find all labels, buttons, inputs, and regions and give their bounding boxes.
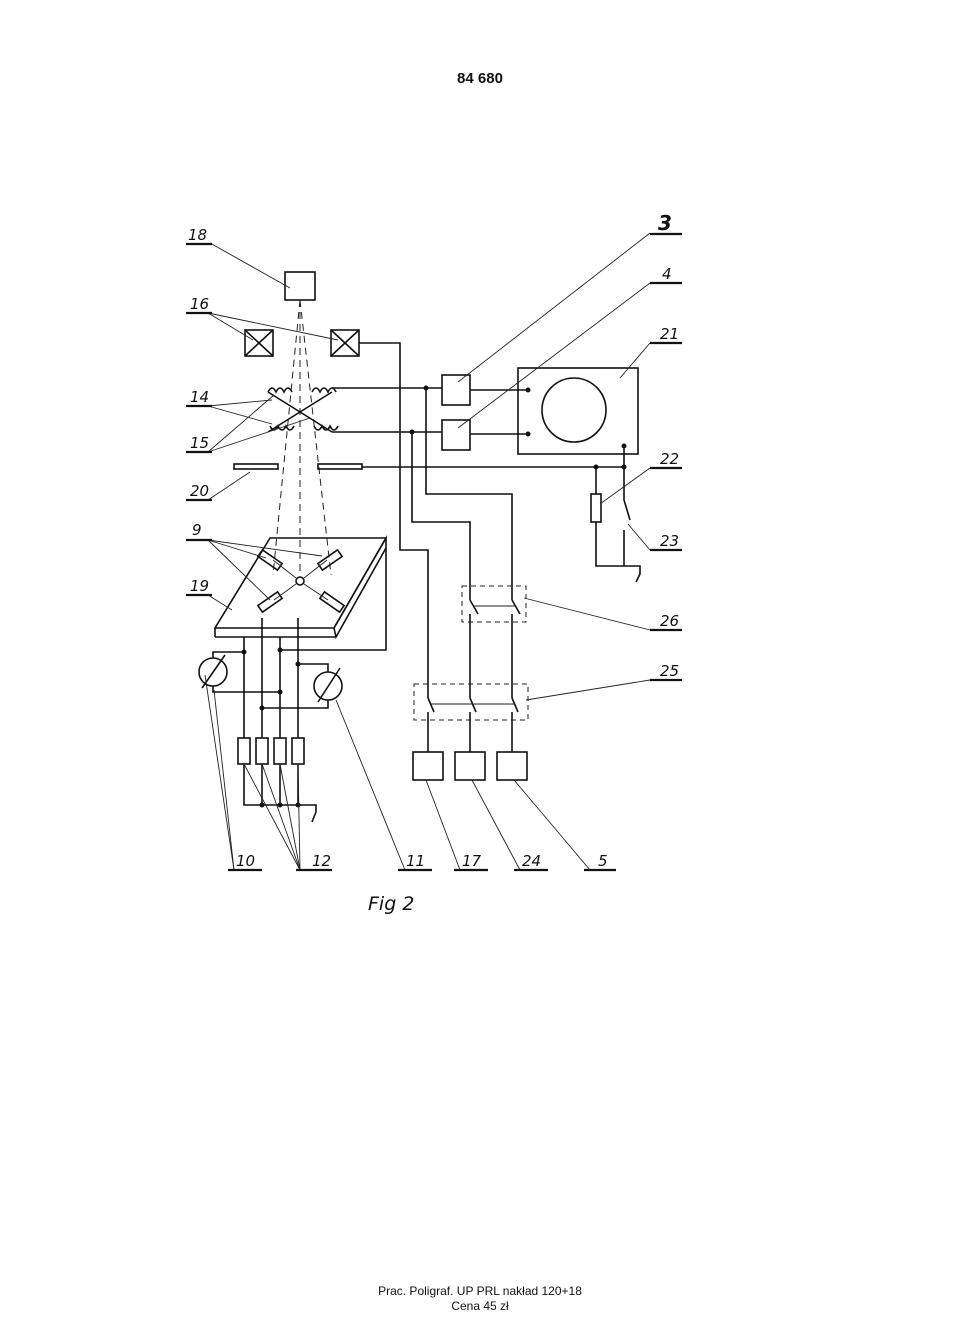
label-3: 3	[658, 211, 672, 235]
switch-group-25	[413, 683, 529, 752]
main-wiring	[332, 342, 641, 690]
amplifier-3	[441, 374, 471, 406]
label-4: 4	[662, 265, 672, 283]
beam-lines	[272, 299, 332, 576]
label-5: 5	[598, 852, 608, 870]
label-20: 20	[190, 482, 209, 500]
aperture-plates-20	[233, 463, 363, 470]
meter-left	[198, 654, 228, 689]
page-number: 84 680	[457, 70, 503, 87]
footer-print-info: Prac. Poligraf. UP PRL nakład 120+18	[378, 1284, 582, 1298]
label-23: 23	[660, 532, 679, 550]
switch-group-26	[461, 585, 527, 690]
label-18: 18	[188, 226, 207, 244]
output-blocks	[412, 751, 528, 781]
label-16: 16	[190, 295, 209, 313]
footer: Prac. Poligraf. UP PRL nakład 120+18 Cen…	[0, 1284, 960, 1314]
label-12: 12	[312, 852, 331, 870]
label-19: 19	[190, 577, 209, 595]
label-24: 24	[522, 852, 541, 870]
scan-coils-14-15	[267, 387, 339, 433]
label-22: 22	[660, 450, 679, 468]
source-block-18	[284, 271, 316, 301]
deflection-coils-16	[244, 329, 360, 357]
footer-price: Cena 45 zł	[451, 1299, 509, 1313]
label-15: 15	[190, 434, 209, 452]
label-11: 11	[406, 852, 425, 870]
label-17: 17	[462, 852, 482, 870]
figure-caption: Fig 2	[368, 893, 414, 915]
display-unit-21	[517, 367, 639, 455]
label-9: 9	[192, 521, 202, 539]
leader-lines	[204, 232, 651, 871]
resistors-12	[237, 737, 317, 823]
detector-wiring	[212, 548, 387, 738]
label-26: 26	[660, 612, 679, 630]
label-21: 21	[660, 325, 679, 343]
specimen-stage-19	[213, 535, 388, 640]
meter-right	[313, 667, 343, 703]
amplifier-4	[441, 419, 471, 451]
label-10: 10	[236, 852, 255, 870]
label-14: 14	[190, 388, 209, 406]
reference-labels: 18 16 14 15 20 9 19 3 4 21 22 23 26 25 1…	[186, 211, 682, 872]
label-25: 25	[660, 662, 679, 680]
